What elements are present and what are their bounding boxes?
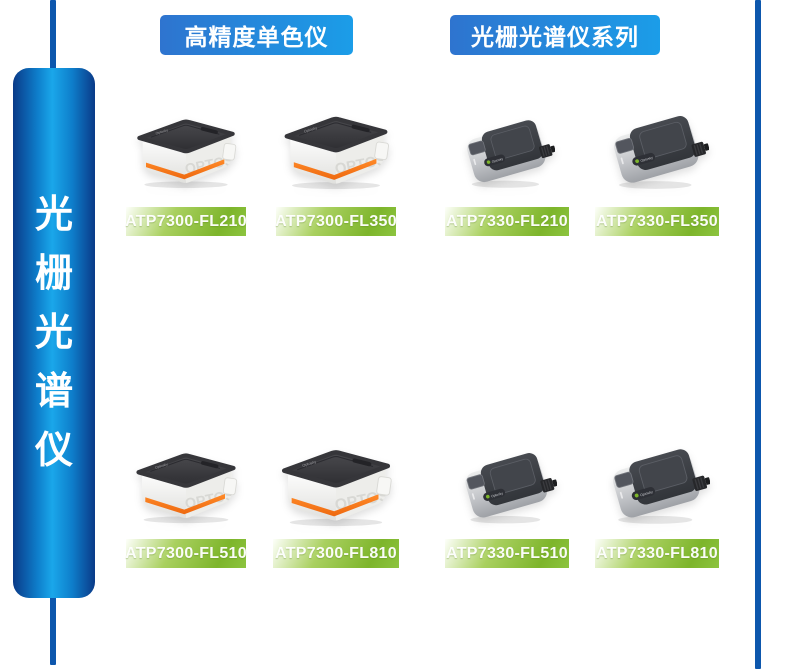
product-atp7330-fl810: ATP7330-FL810	[591, 432, 723, 572]
product-label: ATP7300-FL510	[125, 539, 247, 568]
product-label: ATP7330-FL510	[445, 539, 569, 568]
product-atp7330-fl510: ATP7330-FL510	[441, 432, 573, 572]
monochromator-device-illustration	[278, 109, 394, 190]
product-atp7300-fl810: ATP7300-FL810	[270, 432, 402, 572]
spectrometer-device-illustration	[457, 440, 557, 526]
sidebar-char: 仪	[34, 430, 73, 472]
monochromator-device-illustration	[130, 446, 242, 524]
product-atp7300-fl210: ATP7300-FL210	[120, 100, 252, 240]
product-atp7330-fl350: ATP7330-FL350	[591, 100, 723, 240]
product-atp7330-fl210: ATP7330-FL210	[441, 100, 573, 240]
spectrometer-device-illustration	[605, 103, 709, 191]
product-label: ATP7300-FL350	[275, 207, 397, 236]
category-sidebar: 光 栅 光 谱 仪	[13, 68, 95, 598]
product-label: ATP7330-FL350	[595, 207, 719, 236]
group-badge-monochromator: 高精度单色仪	[160, 15, 353, 55]
sidebar-char: 栅	[34, 253, 73, 295]
monochromator-device-illustration	[275, 442, 397, 527]
monochromator-device-illustration	[131, 112, 241, 189]
product-label: ATP7300-FL210	[125, 207, 247, 236]
product-atp7300-fl350: ATP7300-FL350	[270, 100, 402, 240]
spectrometer-device-illustration	[604, 436, 710, 526]
sidebar-char: 光	[34, 194, 73, 236]
product-label: ATP7330-FL210	[445, 207, 569, 236]
group-badge-spectrometer-series: 光栅光谱仪系列	[450, 15, 660, 55]
spectrometer-device-illustration	[459, 108, 555, 190]
right-accent-line	[755, 0, 761, 669]
sidebar-char: 光	[34, 312, 73, 354]
sidebar-char: 谱	[34, 371, 73, 413]
product-label: ATP7300-FL810	[273, 539, 399, 568]
product-label: ATP7330-FL810	[595, 539, 719, 568]
product-atp7300-fl510: ATP7300-FL510	[120, 432, 252, 572]
